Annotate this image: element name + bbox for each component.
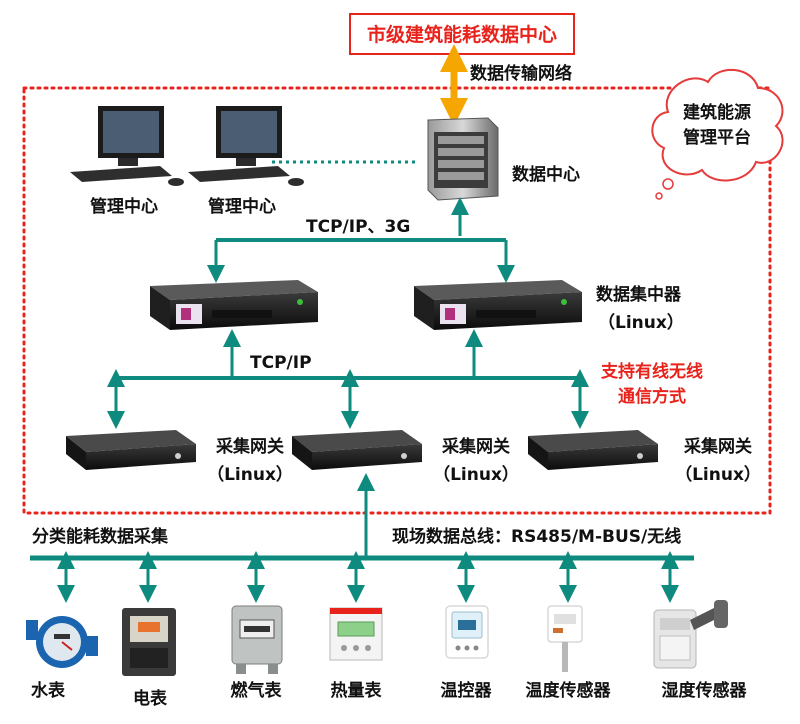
tcpip-3g-label: TCP/IP、3G [306,217,410,237]
gateway-os-label-3: （Linux） [675,464,761,485]
gateway-os-label-1: （Linux） [207,464,293,485]
city-center-label: 市级建筑能耗数据中心 [367,23,557,46]
computer-icon-1 [70,106,184,186]
gateway-os-label-2: （Linux） [433,464,519,485]
water-meter-icon [26,616,98,668]
meter-label-electric: 电表 [133,688,168,709]
computer-icon-2 [188,106,304,186]
temperature-sensor-icon [547,605,583,672]
concentrator-os-label: （Linux） [598,312,684,333]
tcpip-label: TCP/IP [250,353,312,373]
management-center-label-1: 管理中心 [90,196,158,217]
concentrator-icon-2 [414,280,582,330]
network-label: 数据传输网络 [470,63,572,84]
gateway-icon-3 [528,430,658,470]
gateway-icon-1 [66,430,196,470]
gateway-label-2: 采集网关 [441,436,510,457]
right-bus-label: 现场数据总线：RS485/M-BUS/无线 [392,526,681,547]
heat-meter-icon [329,607,383,661]
gateway-label-1: 采集网关 [215,436,284,457]
management-center-label-2: 管理中心 [208,196,276,217]
electric-meter-icon [122,608,176,676]
meter-label-water: 水表 [31,680,66,701]
gas-meter-icon [231,605,283,674]
meter-label-humidity: 湿度传感器 [662,680,748,701]
platform-label-line2: 管理平台 [683,127,751,148]
concentrator-label: 数据集中器 [596,284,682,305]
meter-label-temperature: 温度传感器 [526,680,612,701]
humidity-sensor-icon [653,600,728,669]
platform-boundary [22,86,772,515]
gateway-icon-2 [292,430,422,470]
wireless-note-line2: 通信方式 [618,386,686,407]
meter-label-heat: 热量表 [331,680,383,701]
thermostat-icon [445,605,489,659]
meter-label-thermostat: 温控器 [441,680,493,701]
wireless-note-line1: 支持有线无线 [601,361,703,382]
server-icon [427,117,499,201]
meter-label-gas: 燃气表 [231,680,283,701]
data-center-label: 数据中心 [512,164,580,185]
platform-label-line1: 建筑能源 [683,102,751,123]
left-bus-label: 分类能耗数据采集 [32,526,169,547]
gateway-label-3: 采集网关 [683,436,752,457]
concentrator-icon-1 [150,280,318,330]
platform-cloud [651,68,784,200]
